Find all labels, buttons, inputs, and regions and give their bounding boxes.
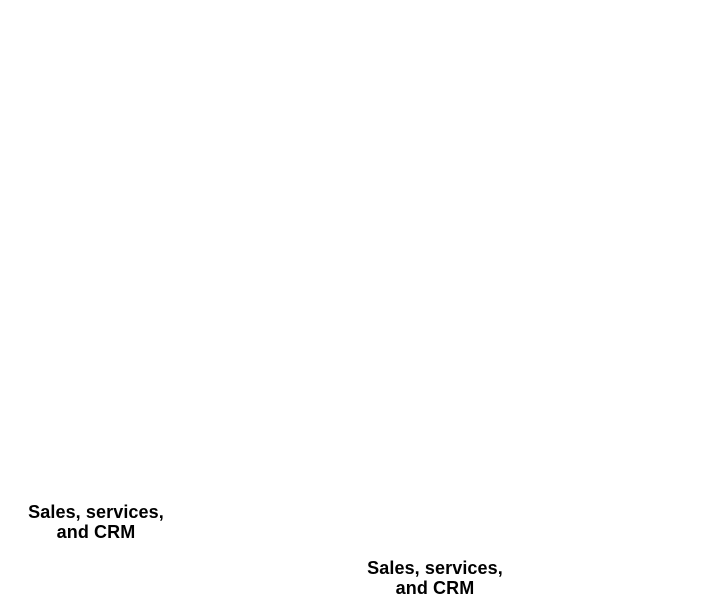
category-label-line-1: Sales, services, <box>28 502 164 522</box>
category-label-line-2: and CRM <box>395 578 475 598</box>
category-label-line-2: and CRM <box>56 522 136 542</box>
category-label-sales-services-crm: Sales, services, and CRM <box>0 502 196 542</box>
category-label-line-1: Sales, services, <box>367 558 503 578</box>
category-label-sales-services-crm: Sales, services, and CRM <box>335 558 535 598</box>
